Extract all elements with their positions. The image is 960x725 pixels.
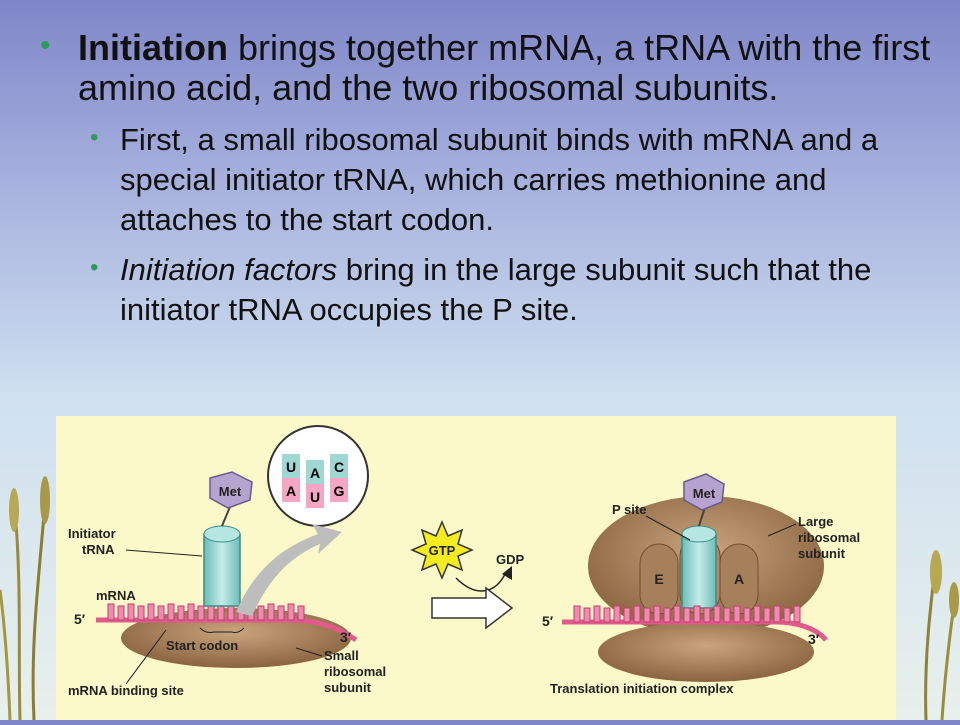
mrna-strand-left <box>96 617 358 643</box>
label-translation-initiation-complex: Translation initiation complex <box>550 681 734 696</box>
label-ribosomal-right: ribosomal <box>798 530 860 545</box>
label-5prime-left: 5′ <box>74 611 86 627</box>
small-ribosomal-subunit-right <box>598 622 814 682</box>
mrna-bases-right <box>573 605 801 623</box>
grass-right-decoration <box>924 550 959 720</box>
met-label-left: Met <box>219 484 242 499</box>
label-mrna-binding-site: mRNA binding site <box>68 683 184 698</box>
bullet-list: • Initiation brings together mRNA, a tRN… <box>40 28 940 330</box>
codon-zoom: U A C A U G <box>267 425 369 527</box>
met-label-right: Met <box>693 486 716 501</box>
bullet-initiation-text: brings together mRNA, a tRNA with the fi… <box>78 27 931 108</box>
codon-bottom-3: G <box>334 483 345 499</box>
codon-top-3: C <box>334 459 344 475</box>
label-mrna-left: mRNA <box>96 588 136 603</box>
term-initiation: Initiation <box>78 27 228 68</box>
label-3prime-right: 3′ <box>808 631 820 647</box>
gtp-gdp-arrow <box>455 571 507 592</box>
label-p-site: P site <box>612 502 646 517</box>
bullet-small-subunit: • First, a small ribosomal subunit binds… <box>82 120 940 240</box>
label-5prime-right: 5′ <box>542 613 554 629</box>
label-a-site: A <box>734 571 744 587</box>
label-small: Small <box>324 648 359 663</box>
initiator-trna-left <box>203 501 241 607</box>
zoom-arrow <box>236 524 342 616</box>
label-ribosomal-left: ribosomal <box>324 664 386 679</box>
codon-top-2: A <box>310 465 320 481</box>
reaction-arrow <box>431 586 514 630</box>
gtp-label: GTP <box>429 543 456 558</box>
gtp-starburst: GTP <box>410 520 474 580</box>
bullet-initiation-factors-text: bring in the large subunit such that the… <box>120 252 872 327</box>
term-initiation-factors: Initiation factors <box>120 252 338 287</box>
codon-top-1: U <box>286 459 296 475</box>
codon-bottom-1: A <box>286 483 296 499</box>
label-initiator: Initiator <box>68 526 116 541</box>
met-amino-acid-left: Met <box>209 471 253 509</box>
bullet-small-subunit-text: First, a small ribosomal subunit binds w… <box>120 122 879 237</box>
codon-bottom-2: U <box>310 489 320 505</box>
met-amino-acid-right: Met <box>683 473 725 511</box>
figure-svg: Met U A C A U G Initiator tRNA mRNA 5′ <box>68 425 860 698</box>
bullet-dot: • <box>90 254 99 281</box>
label-large: Large <box>798 514 833 529</box>
small-ribosomal-subunit <box>121 608 351 668</box>
label-3prime-left: 3′ <box>340 629 352 645</box>
label-trna: tRNA <box>82 542 115 557</box>
label-subunit-left: subunit <box>324 680 372 695</box>
bullet-initiation: • Initiation brings together mRNA, a tRN… <box>40 28 940 108</box>
bullet-dot: • <box>90 124 99 151</box>
gdp-label: GDP <box>496 552 525 567</box>
grass-left-decoration <box>0 476 50 720</box>
label-subunit-right: subunit <box>798 546 846 561</box>
label-start-codon: Start codon <box>166 638 238 653</box>
translation-initiation-figure: Met U A C A U G Initiator tRNA mRNA 5′ <box>56 416 896 720</box>
label-e-site: E <box>654 571 663 587</box>
bullet-dot: • <box>40 29 51 62</box>
bullet-initiation-factors: • Initiation factors bring in the large … <box>82 250 940 330</box>
